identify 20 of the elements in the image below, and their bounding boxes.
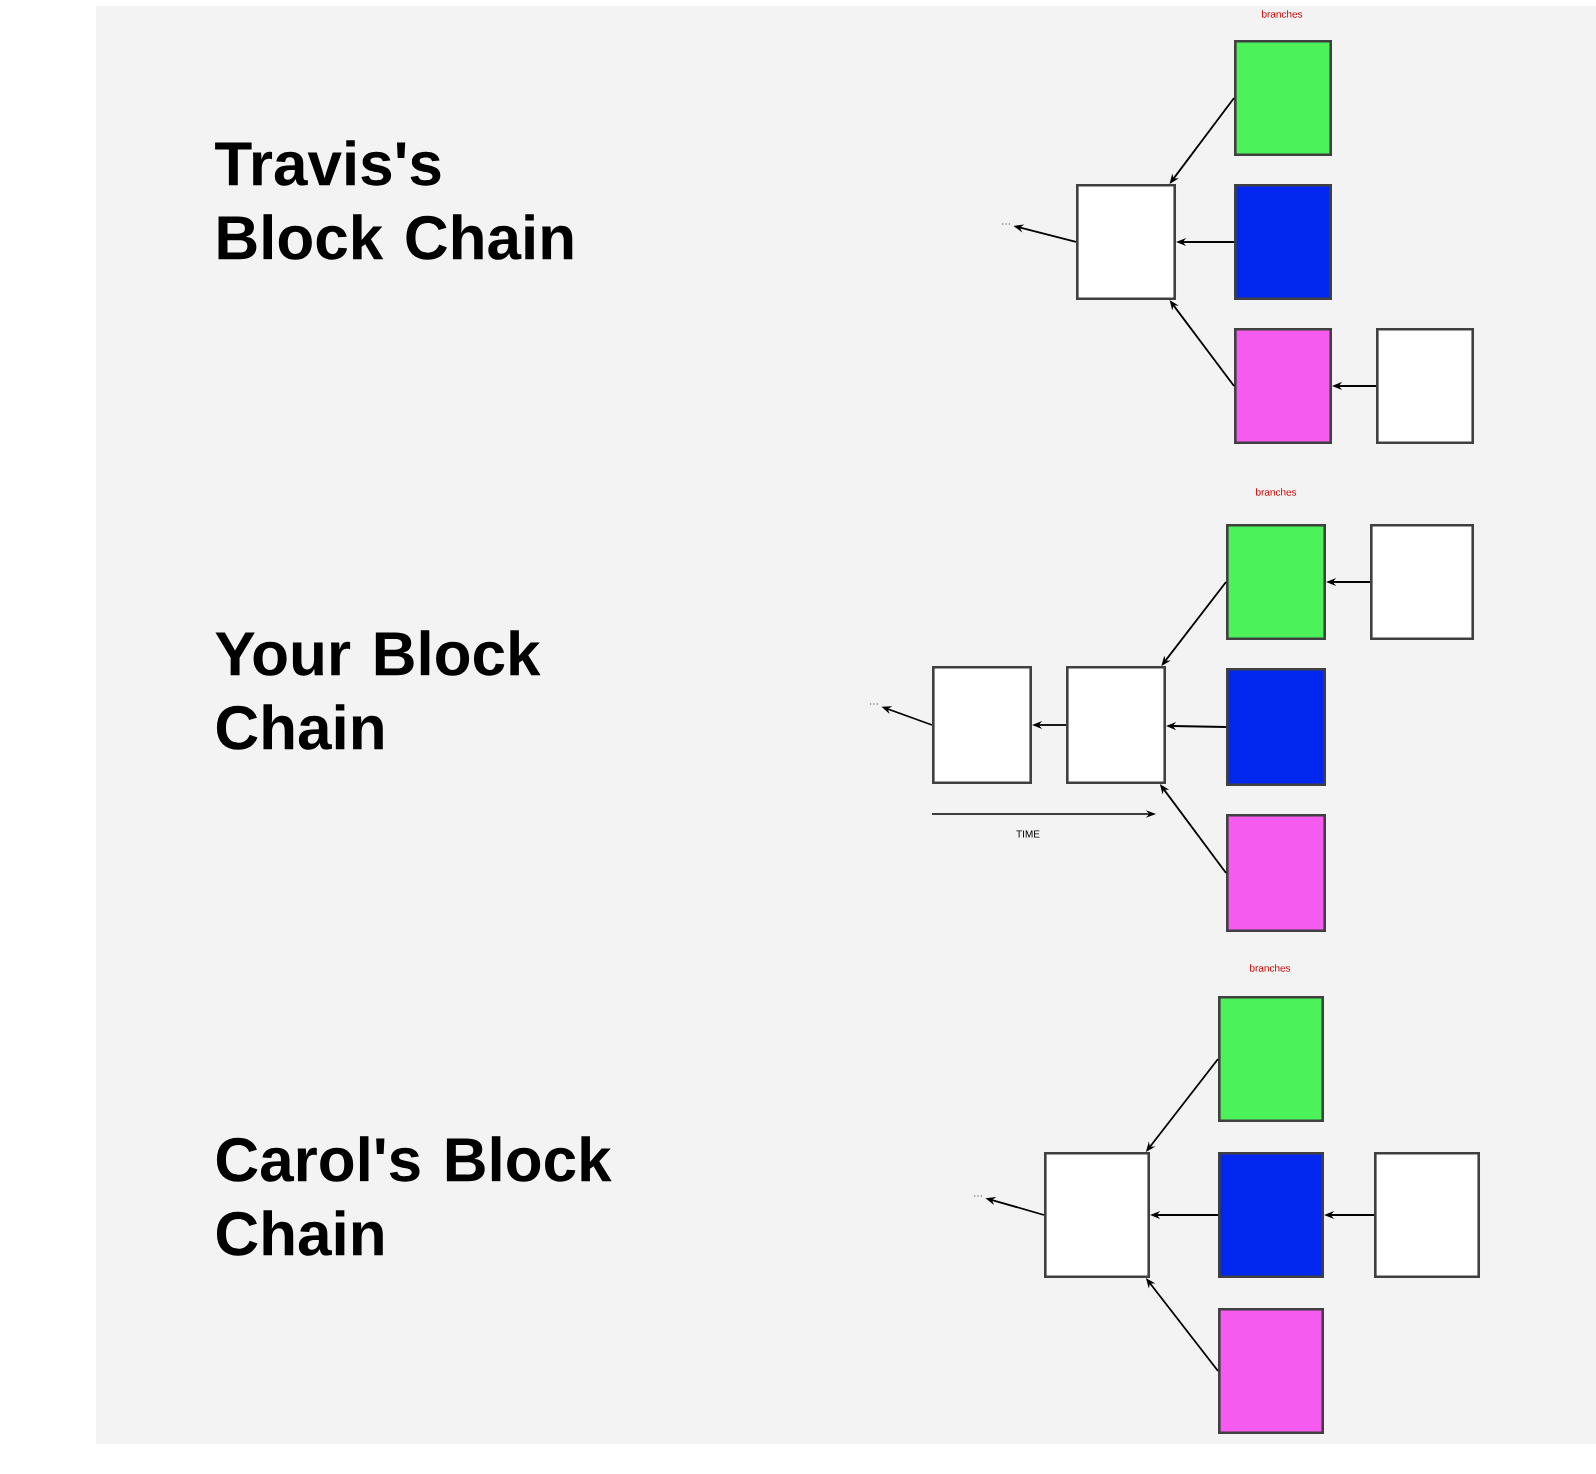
block-box bbox=[1066, 666, 1166, 784]
block-box bbox=[1218, 1152, 1324, 1278]
chain-title: Carol's Block Chain bbox=[216, 1136, 612, 1256]
chain-title: Your Block Chain bbox=[215, 630, 541, 750]
block-box bbox=[1076, 184, 1176, 300]
block-box bbox=[1376, 328, 1474, 444]
arrow bbox=[1161, 581, 1227, 666]
block-box bbox=[1226, 668, 1326, 786]
block-box bbox=[1234, 40, 1332, 156]
block-box bbox=[1234, 328, 1332, 444]
block-box bbox=[1226, 524, 1326, 640]
block-box bbox=[1234, 184, 1332, 300]
block-box bbox=[1370, 524, 1474, 640]
block-box bbox=[1374, 1152, 1480, 1278]
block-box bbox=[1044, 1152, 1150, 1278]
block-box bbox=[1218, 996, 1324, 1122]
block-box bbox=[1226, 814, 1326, 932]
block-box bbox=[1218, 1308, 1324, 1434]
chain-title: Travis's Block Chain bbox=[215, 140, 573, 260]
block-box bbox=[932, 666, 1032, 784]
